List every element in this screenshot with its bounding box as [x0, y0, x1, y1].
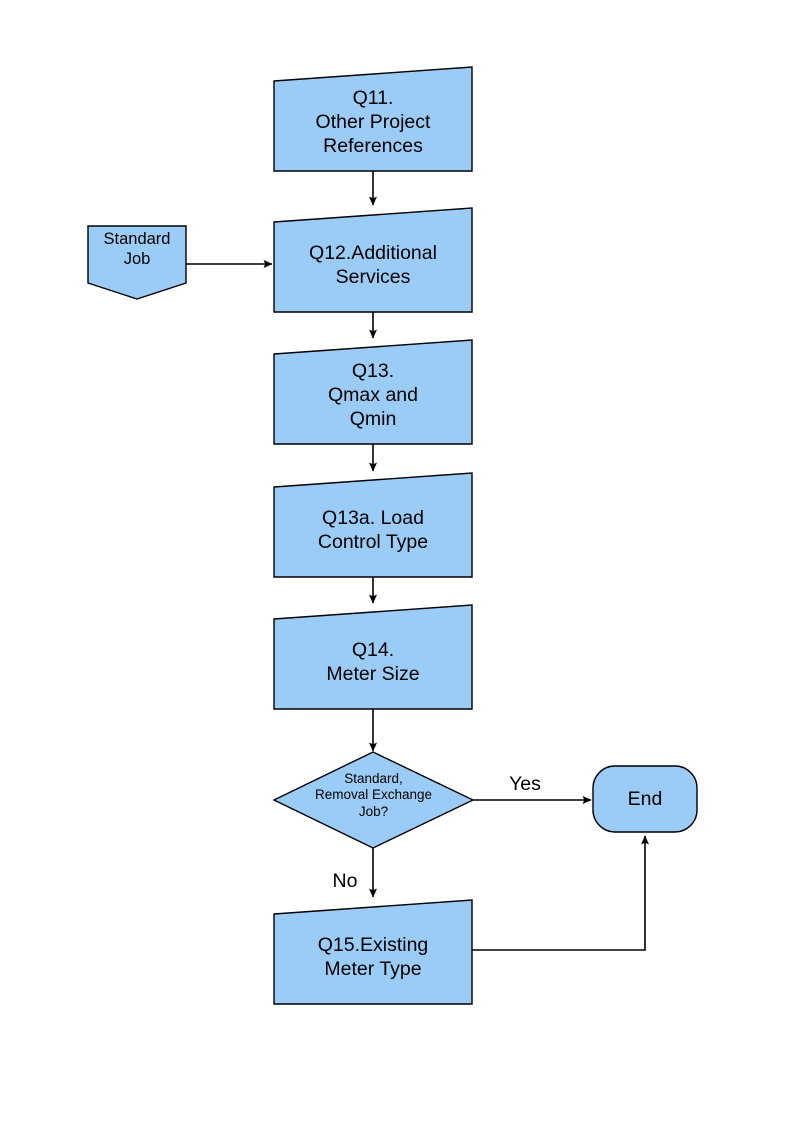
node-q13a[interactable]: [273, 472, 473, 578]
node-q12[interactable]: [273, 207, 473, 313]
node-decision[interactable]: [272, 751, 475, 849]
node-q15[interactable]: [273, 899, 473, 1005]
node-standard-job[interactable]: [87, 225, 187, 300]
node-end[interactable]: [592, 765, 698, 833]
edge-q15-end: [472, 835, 649, 951]
node-q11[interactable]: [273, 66, 473, 172]
node-q14[interactable]: [273, 604, 473, 710]
node-q13[interactable]: [273, 339, 473, 445]
